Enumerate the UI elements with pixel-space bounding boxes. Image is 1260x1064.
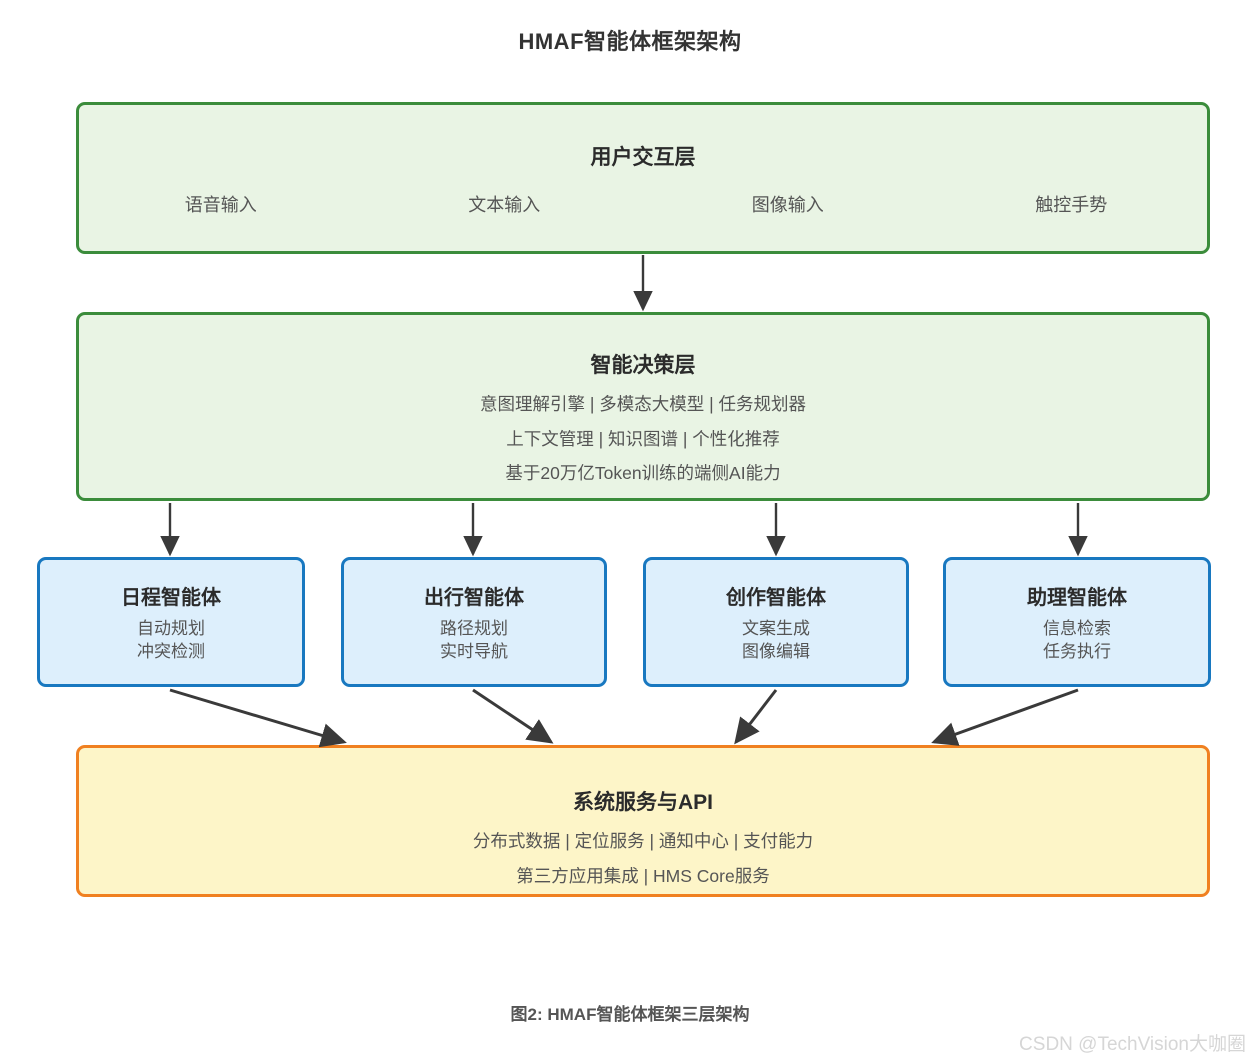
user-interaction-layer-title: 用户交互层 [590,146,696,169]
agent-card-assistant[interactable]: 助理智能体 信息检索 任务执行 [943,557,1211,687]
agent-feature: 路径规划 [440,618,508,638]
input-modality-voice: 语音输入 [184,195,257,215]
agent-feature: 实时导航 [440,641,508,661]
figure-caption: 图2: HMAF智能体框架三层架构 [510,1005,750,1024]
agent-feature: 文案生成 [742,618,810,638]
user-interaction-layer: 用户交互层 语音输入 文本输入 图像输入 触控手势 [76,102,1210,254]
agent-feature: 冲突检测 [137,641,205,661]
decision-capability-line-1: 意图理解引擎 | 多模态大模型 | 任务规划器 [479,394,807,414]
input-modality-text: 文本输入 [468,195,541,215]
arrow-agent-travel-to-services [472,688,554,744]
input-modality-touch: 触控手势 [1035,195,1108,215]
arrow-agent-schedule-to-services [169,688,347,748]
agent-feature: 图像编辑 [742,641,810,661]
agent-feature: 信息检索 [1043,618,1111,638]
input-modality-image: 图像输入 [751,195,824,215]
system-services-api-layer-title: 系统服务与API [572,791,713,814]
arrow-agent-creation-to-services [734,689,778,745]
page-title: HMAF智能体框架架构 [518,29,742,54]
intelligent-decision-layer: 智能决策层 意图理解引擎 | 多模态大模型 | 任务规划器 上下文管理 | 知识… [76,312,1210,501]
agent-card-creation[interactable]: 创作智能体 文案生成 图像编辑 [643,557,909,687]
agent-card-title: 助理智能体 [1027,586,1127,609]
decision-capability-line-2: 上下文管理 | 知识图谱 | 个性化推荐 [506,428,780,449]
system-services-api-layer: 系统服务与API 分布式数据 | 定位服务 | 通知中心 | 支付能力 第三方应… [76,745,1210,897]
service-capability-line-1: 分布式数据 | 定位服务 | 通知中心 | 支付能力 [472,831,814,851]
agent-card-title: 创作智能体 [726,586,826,609]
agent-card-title: 出行智能体 [424,586,524,609]
agent-feature: 自动规划 [137,618,205,638]
service-capability-line-2: 第三方应用集成 | HMS Core服务 [516,865,770,886]
agent-card-schedule[interactable]: 日程智能体 自动规划 冲突检测 [37,557,305,687]
intelligent-decision-layer-title: 智能决策层 [590,354,696,377]
arrow-agent-assistant-to-services [931,688,1079,746]
agent-feature: 任务执行 [1043,641,1111,661]
agent-card-travel[interactable]: 出行智能体 路径规划 实时导航 [341,557,607,687]
user-interaction-inputs: 语音输入 文本输入 图像输入 触控手势 [79,191,1213,217]
watermark: CSDN @TechVision大咖圈 [1019,1034,1246,1055]
agent-card-title: 日程智能体 [121,586,221,609]
decision-capability-line-3: 基于20万亿Token训练的端侧AI能力 [505,463,781,483]
